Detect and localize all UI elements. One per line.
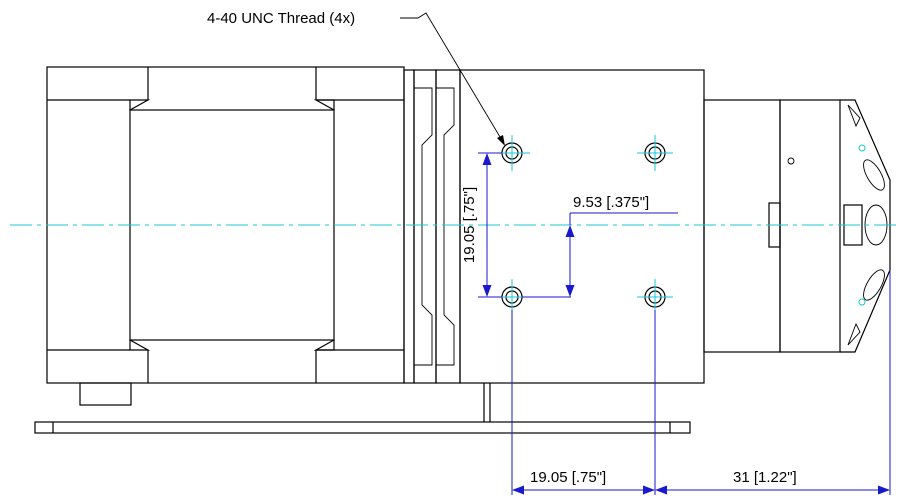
threaded-hole-bottom-right bbox=[637, 279, 673, 315]
overall-length-label: 31 [1.22"] bbox=[733, 469, 797, 486]
threaded-hole-top-right bbox=[637, 135, 673, 171]
base-plate bbox=[34, 421, 691, 434]
dimension-vertical-spacing: 19.05 [.75"] bbox=[461, 152, 502, 298]
offset-label: 9.53 [.375"] bbox=[573, 194, 649, 211]
thread-callout-label: 4-40 UNC Thread (4x) bbox=[207, 10, 355, 27]
vertical-spacing-label: 19.05 [.75"] bbox=[461, 187, 478, 263]
dimension-overall: 31 [1.22"] bbox=[655, 270, 891, 495]
dimension-horizontal-spacing: 19.05 [.75"] bbox=[511, 310, 656, 495]
output-housing bbox=[703, 99, 891, 353]
motor-body bbox=[46, 66, 405, 406]
dimension-offset: 9.53 [.375"] bbox=[522, 194, 678, 298]
thread-callout: 4-40 UNC Thread (4x) bbox=[207, 10, 505, 146]
mounting-block bbox=[403, 69, 705, 422]
horizontal-spacing-label: 19.05 [.75"] bbox=[530, 469, 606, 486]
